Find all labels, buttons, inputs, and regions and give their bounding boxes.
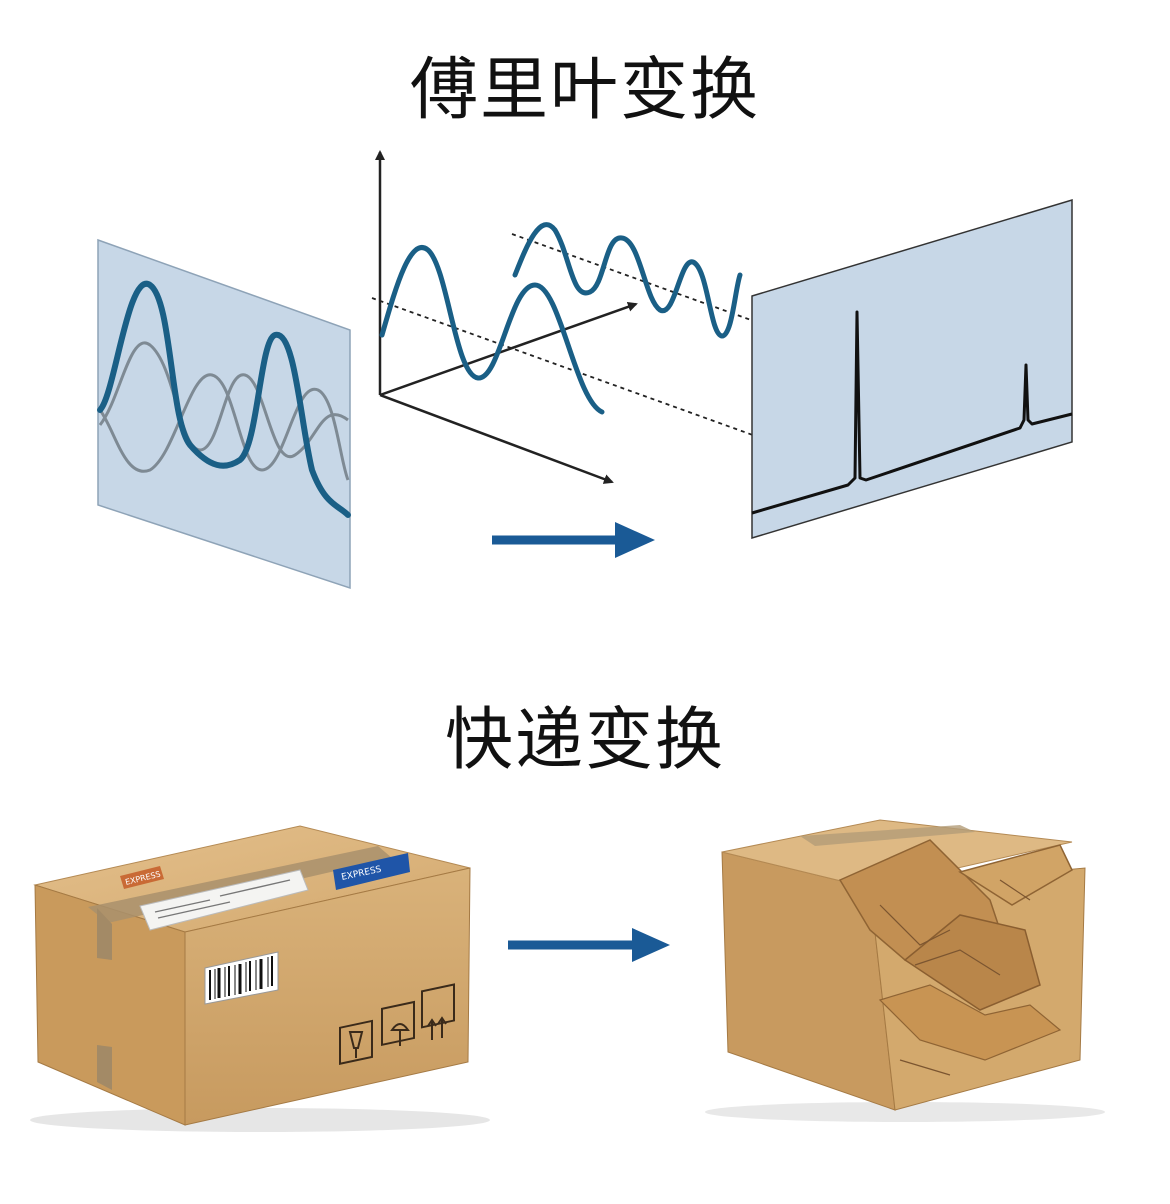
sine-wave-low: [379, 245, 605, 415]
arrow-express: [508, 928, 670, 962]
composite-wave: [97, 280, 351, 518]
spectrum-line: [751, 310, 1073, 515]
fragile-icon: [339, 1019, 373, 1065]
handling-symbols: [339, 983, 455, 1065]
arrow-fourier: [492, 522, 655, 558]
frequency-domain-panel: [751, 198, 1073, 540]
grey-wave-1: [98, 341, 349, 459]
sine-wave-high: [512, 222, 743, 339]
barcode: [204, 951, 279, 1005]
grey-wave-2: [98, 373, 350, 481]
time-domain-panel: [97, 238, 351, 590]
component-waves: [379, 222, 743, 415]
keep-dry-icon: [381, 1000, 415, 1047]
intact-box: EXPRESS EXPRESS: [30, 825, 490, 1132]
fourier-title: 傅里叶变换: [409, 51, 760, 130]
crushed-box: [705, 819, 1105, 1122]
axes-3d: [375, 150, 638, 484]
express-title: 快递变换: [444, 701, 725, 780]
